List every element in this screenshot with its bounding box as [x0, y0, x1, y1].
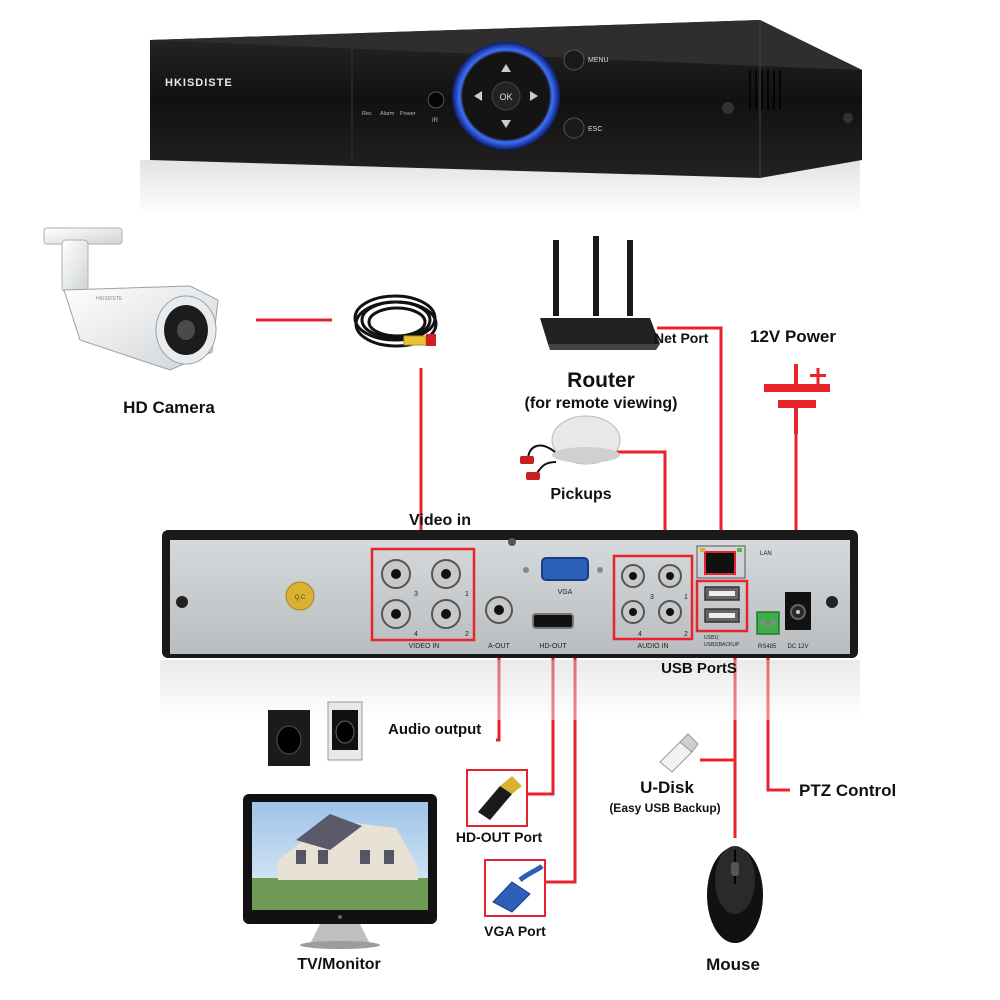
svg-text:2: 2	[684, 631, 688, 638]
nav-right-icon	[530, 91, 538, 101]
navigation-pad[interactable]: OK	[452, 42, 560, 150]
side-screw	[722, 102, 734, 114]
svg-text:3: 3	[650, 594, 654, 601]
svg-text:4: 4	[638, 631, 642, 638]
video-in-ports[interactable]: 3 1 4 2	[370, 547, 476, 642]
hd-out-panel-label: HD-OUT	[539, 643, 567, 650]
hd-camera-label: HD Camera	[123, 398, 215, 417]
router-image	[540, 236, 660, 350]
dvr-front-unit: HKISDISTE Rec Alarm Power IR OK MENU ESC	[140, 20, 862, 215]
ok-label: OK	[499, 92, 512, 102]
vga-port-label: VGA Port	[484, 923, 546, 939]
router-to-lan-line	[657, 326, 723, 548]
vga-panel-label: VGA	[558, 589, 573, 596]
hd-out-port-label: HD-OUT Port	[455, 829, 543, 845]
svg-text:2: 2	[465, 631, 469, 638]
speakers-image	[268, 701, 363, 766]
a-out-panel-label: A-OUT	[488, 643, 511, 650]
u-disk-label: U-Disk	[640, 778, 694, 797]
indicator-labels: Rec Alarm Power	[362, 111, 416, 117]
side-screw	[843, 113, 853, 123]
usb-ports[interactable]	[695, 579, 749, 633]
dvr-brand-text: HKISDISTE	[165, 77, 233, 89]
qc-sticker	[285, 581, 315, 611]
power-label: 12V Power	[750, 327, 836, 346]
ir-label: IR	[432, 118, 439, 124]
svg-text:1: 1	[684, 594, 688, 601]
menu-label: MENU	[588, 57, 609, 64]
video-in-panel-label: VIDEO IN	[409, 643, 440, 650]
dc-panel-label: DC 12V	[787, 644, 808, 650]
pickups-to-audio-in-line	[615, 450, 667, 556]
ir-sensor	[427, 91, 445, 109]
power-symbol-icon	[764, 364, 830, 434]
ptz-control-label: PTZ Control	[799, 781, 897, 800]
svg-text:HKISDISTE: HKISDISTE	[96, 296, 123, 302]
svg-text:4: 4	[414, 631, 418, 638]
panel-screw	[826, 596, 838, 608]
svg-text:1: 1	[465, 591, 469, 598]
lan-port[interactable]	[704, 551, 736, 575]
audio-in-panel-label: AUDIO IN	[637, 643, 668, 650]
video-in-label: Video in	[409, 512, 471, 529]
nav-down-icon	[501, 120, 511, 128]
esc-button[interactable]	[563, 117, 585, 139]
ok-button[interactable]	[491, 81, 521, 111]
tv-monitor-label: TV/Monitor	[297, 956, 381, 973]
mouse-label: Mouse	[706, 955, 760, 974]
lan-panel-label: LAN	[760, 551, 772, 557]
hdmi-cable-image	[466, 769, 528, 827]
u-disk-sublabel: (Easy USB Backup)	[609, 801, 721, 815]
nav-up-icon	[501, 64, 511, 72]
audio-output-label: Audio output	[388, 721, 482, 738]
esc-label: ESC	[588, 126, 602, 133]
net-port-label: Net Port	[654, 330, 709, 346]
dvr-back-panel: Q.C 3 1 4 2 VIDEO IN A-OUT VGA HD-OUT	[160, 530, 860, 720]
menu-button[interactable]	[563, 49, 585, 71]
rs485-panel-label: RS485	[758, 644, 777, 650]
pickups-microphone-image	[520, 415, 621, 480]
vga-cable-image	[484, 859, 546, 917]
svg-text:Q.C: Q.C	[295, 595, 306, 601]
router-label: Router	[567, 369, 635, 392]
router-sublabel: (for remote viewing)	[524, 395, 678, 412]
indicator-power: Power	[400, 111, 416, 117]
side-vent	[749, 70, 781, 110]
audio-in-ports[interactable]: 3 1 4 2	[612, 554, 694, 641]
tv-monitor-image	[243, 794, 437, 949]
vga-out-to-vga-line	[545, 646, 577, 884]
rs485-terminal[interactable]	[756, 611, 780, 635]
video-cable-image	[353, 294, 438, 348]
mouse-image	[707, 846, 763, 943]
indicator-rec: Rec	[362, 111, 372, 117]
usb-ports-label: USB PortS	[661, 660, 737, 677]
pickups-label: Pickups	[550, 486, 612, 503]
u-disk-image	[659, 733, 699, 773]
panel-screw	[176, 596, 188, 608]
hd-camera-image: HKISDISTE	[43, 227, 219, 371]
nav-left-icon	[474, 91, 482, 101]
svg-text:3: 3	[414, 591, 418, 598]
vga-port[interactable]	[541, 557, 589, 581]
hdmi-port[interactable]	[532, 613, 574, 629]
indicator-alarm: Alarm	[380, 111, 395, 117]
usb2-panel-label: USB2(BACKUP	[704, 642, 740, 648]
usb1-panel-label: USB1(	[704, 635, 719, 641]
